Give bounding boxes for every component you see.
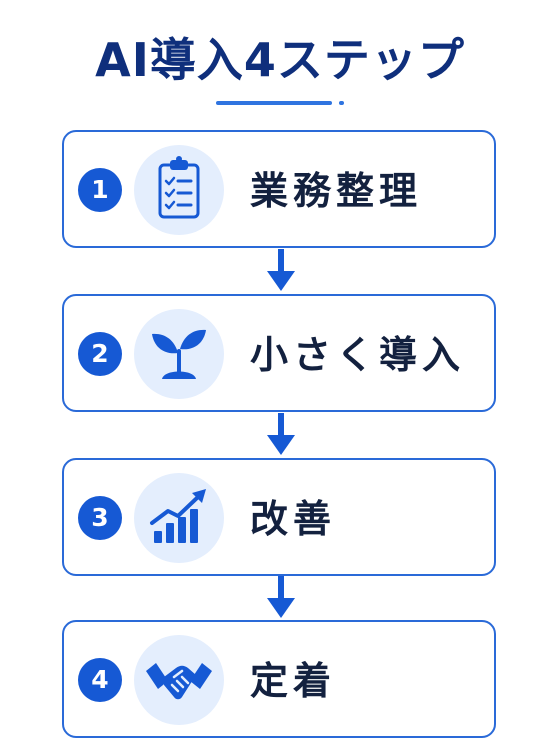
step-card-3: 3 改善 bbox=[62, 458, 496, 576]
title-underline bbox=[216, 101, 332, 105]
step-number-badge: 1 bbox=[78, 168, 122, 212]
step-label: 改善 bbox=[250, 497, 337, 541]
down-arrow-icon bbox=[267, 576, 295, 618]
step-number-badge: 3 bbox=[78, 496, 122, 540]
page-title: AI導入4ステップ bbox=[95, 33, 465, 87]
down-arrow-icon bbox=[267, 249, 295, 291]
step-label: 定着 bbox=[250, 659, 337, 703]
clipboard-checklist-icon bbox=[134, 145, 224, 235]
sprout-icon bbox=[134, 309, 224, 399]
down-arrow-icon bbox=[267, 413, 295, 455]
step-label: 業務整理 bbox=[250, 169, 423, 213]
step-card-4: 4 定着 bbox=[62, 620, 496, 738]
step-card-1: 1 業務整理 bbox=[62, 130, 496, 248]
step-card-2: 2 小さく導入 bbox=[62, 294, 496, 412]
step-number-badge: 4 bbox=[78, 658, 122, 702]
step-label: 小さく導入 bbox=[250, 333, 466, 377]
handshake-icon bbox=[134, 635, 224, 725]
title-underline-dot bbox=[339, 101, 344, 105]
growth-chart-icon bbox=[134, 473, 224, 563]
step-number-badge: 2 bbox=[78, 332, 122, 376]
